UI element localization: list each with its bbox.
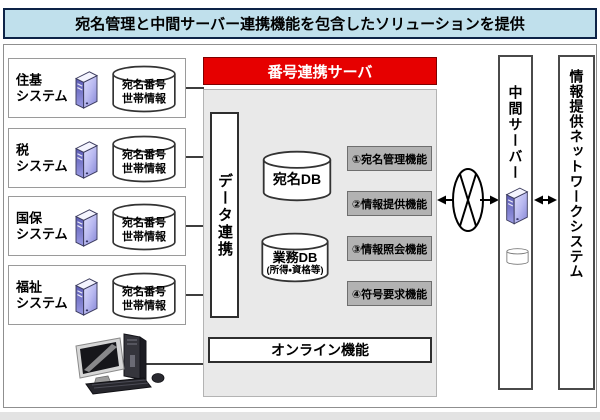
desktop-pc-icon	[70, 331, 174, 397]
system-label: 住基 システム	[16, 72, 68, 103]
online-function-box: オンライン機能	[208, 337, 432, 363]
function-box-2: ②情報提供機能	[347, 191, 432, 216]
server-icon	[502, 184, 532, 226]
system-label: 税 システム	[16, 142, 68, 173]
function-box-1: ①宛名管理機能	[347, 146, 432, 171]
atena-db-icon: 宛名DB	[256, 149, 338, 203]
database-icon: 宛名番号 世帯情報	[107, 134, 181, 184]
intermediate-server-box: 中間サーバー	[498, 55, 533, 390]
gyomu-db-label: 業務DB	[272, 250, 318, 265]
database-icon: 宛名番号 世帯情報	[107, 271, 181, 321]
system-box-kokuho: 国保 システム 宛名番号 世帯情報	[8, 196, 186, 256]
database-icon: 宛名番号 世帯情報	[107, 202, 181, 252]
bottom-strip	[0, 412, 600, 420]
system-box-zei: 税 システム 宛名番号 世帯情報	[8, 128, 186, 188]
server-icon	[71, 206, 102, 248]
system-box-juki: 住基 システム 宛名番号 世帯情報	[8, 58, 186, 118]
function-box-3: ③情報照会機能	[347, 236, 432, 261]
server-icon	[71, 138, 102, 180]
system-label: 福祉 システム	[16, 279, 68, 310]
data-linkage-box: データ連携	[210, 112, 239, 318]
gyomu-db-icon: 業務DB (所得・資格等)	[252, 231, 338, 284]
database-icon: 宛名番号 世帯情報	[107, 64, 181, 114]
database-label: 宛名番号 世帯情報	[122, 286, 166, 313]
page-title: 宛名管理と中間サーバー連携機能を包含したソリューションを提供	[3, 8, 597, 39]
number-link-server-header: 番号連携サーバ	[203, 57, 437, 85]
gyomu-db-note: (所得・資格等)	[266, 265, 324, 276]
system-box-fukushi: 福祉 システム 宛名番号 世帯情報	[8, 265, 186, 325]
function-box-4: ④符号要求機能	[347, 281, 432, 306]
network-system-box: 情報提供ネットワークシステム	[558, 55, 595, 390]
small-database-icon	[506, 246, 529, 267]
data-linkage-label: データ連携	[216, 172, 233, 258]
database-label: 宛名番号 世帯情報	[122, 149, 166, 176]
database-label: 宛名番号 世帯情報	[122, 217, 166, 244]
server-icon	[71, 275, 102, 317]
network-system-label: 情報提供ネットワークシステム	[568, 69, 585, 279]
database-label: 宛名番号 世帯情報	[122, 79, 166, 106]
system-label: 国保 システム	[16, 210, 68, 241]
intermediate-server-label: 中間サーバー	[507, 85, 524, 181]
atena-db-label: 宛名DB	[272, 171, 322, 187]
server-icon	[71, 68, 102, 110]
